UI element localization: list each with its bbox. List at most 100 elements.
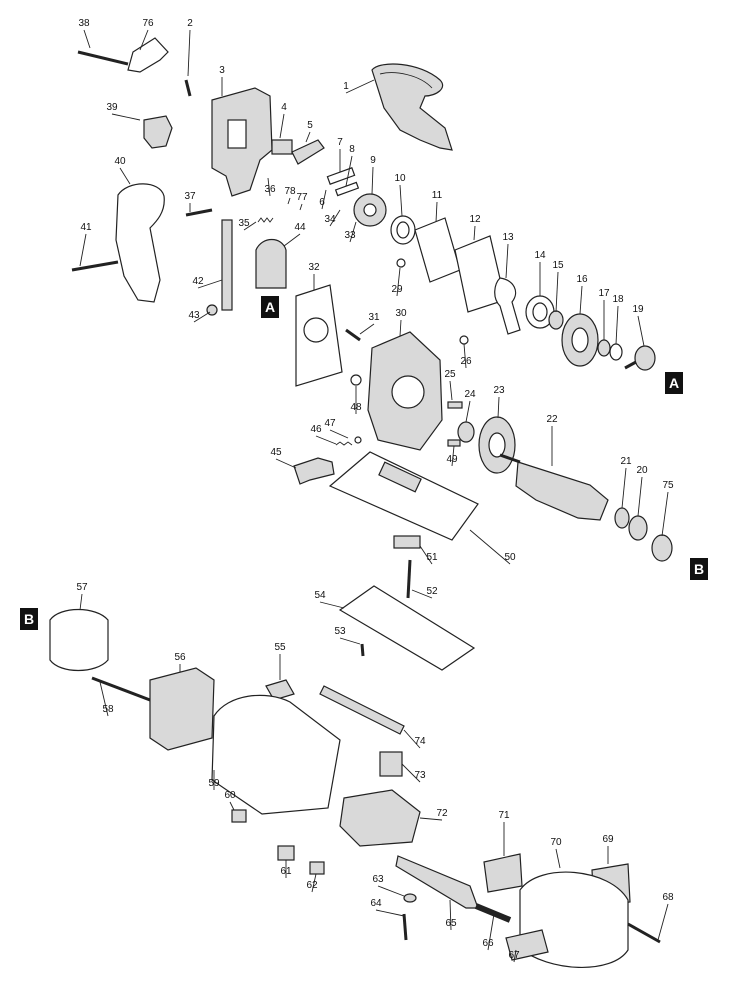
part-number-51: 51 bbox=[426, 552, 438, 563]
leader-line-63 bbox=[377, 885, 405, 897]
part-75 bbox=[651, 534, 673, 562]
part-number-63: 63 bbox=[372, 874, 384, 885]
part-74 bbox=[319, 685, 405, 735]
part-8 bbox=[334, 181, 360, 197]
leader-line-66 bbox=[487, 913, 495, 951]
part-67 bbox=[505, 929, 549, 961]
leader-line-74 bbox=[403, 729, 421, 749]
leader-line-44 bbox=[283, 233, 301, 247]
part-number-77: 77 bbox=[296, 192, 308, 203]
leader-line-29 bbox=[396, 267, 401, 297]
part-number-47: 47 bbox=[324, 418, 336, 429]
part-number-55: 55 bbox=[274, 642, 286, 653]
leader-line-26 bbox=[463, 343, 467, 369]
part-number-64: 64 bbox=[370, 898, 382, 909]
leader-line-39 bbox=[111, 113, 141, 121]
leader-line-30 bbox=[399, 319, 402, 337]
part-handle-cover bbox=[371, 63, 453, 151]
connector-marker-a: A bbox=[665, 372, 683, 394]
part-number-12: 12 bbox=[469, 214, 481, 225]
part-number-68: 68 bbox=[662, 892, 674, 903]
part-number-15: 15 bbox=[552, 260, 564, 271]
part-number-4: 4 bbox=[281, 102, 287, 113]
part-number-29: 29 bbox=[391, 284, 403, 295]
leader-line-8 bbox=[345, 155, 353, 187]
leader-line-51 bbox=[419, 545, 433, 565]
part-number-75: 75 bbox=[662, 480, 674, 491]
part-motor-housing bbox=[211, 694, 341, 815]
leader-line-40 bbox=[119, 167, 131, 185]
part-clip bbox=[127, 37, 169, 73]
svg-text:A: A bbox=[265, 299, 275, 315]
leader-line-57 bbox=[79, 593, 83, 611]
part-5 bbox=[291, 139, 325, 165]
part-number-58: 58 bbox=[102, 704, 114, 715]
part-number-35: 35 bbox=[238, 218, 250, 229]
part-number-66: 66 bbox=[482, 938, 494, 949]
part-number-40: 40 bbox=[114, 156, 126, 167]
part-number-59: 59 bbox=[208, 778, 220, 789]
part-number-32: 32 bbox=[308, 262, 320, 273]
part-72 bbox=[339, 789, 421, 847]
part-number-60: 60 bbox=[224, 790, 236, 801]
part-number-48: 48 bbox=[350, 402, 362, 413]
part-number-78: 78 bbox=[284, 186, 296, 197]
part-19 bbox=[634, 345, 656, 371]
leader-line-49 bbox=[451, 445, 455, 467]
leader-line-43 bbox=[193, 311, 211, 323]
part-number-38: 38 bbox=[78, 18, 90, 29]
part-number-23: 23 bbox=[493, 385, 505, 396]
leader-line-41 bbox=[79, 233, 87, 267]
leader-line-1 bbox=[345, 79, 375, 94]
leader-line-9 bbox=[371, 166, 374, 195]
part-armature bbox=[515, 461, 609, 521]
leader-line-70 bbox=[555, 848, 561, 869]
part-number-11: 11 bbox=[432, 190, 443, 201]
connector-marker-b: B bbox=[20, 608, 38, 630]
part-bracket bbox=[143, 115, 173, 149]
part-number-43: 43 bbox=[188, 310, 200, 321]
leader-line-21 bbox=[621, 467, 627, 509]
part-7 bbox=[326, 167, 356, 185]
leader-line-4 bbox=[279, 113, 285, 139]
leader-line-38 bbox=[83, 29, 91, 49]
part-45 bbox=[293, 457, 335, 485]
leader-line-76 bbox=[139, 29, 149, 51]
part-number-50: 50 bbox=[504, 552, 516, 563]
part-number-10: 10 bbox=[394, 173, 406, 184]
part-field bbox=[149, 667, 215, 751]
leader-line-23 bbox=[497, 396, 500, 419]
part-73 bbox=[379, 751, 403, 777]
part-rear-cover bbox=[519, 871, 629, 968]
leader-line-73 bbox=[401, 763, 421, 783]
part-number-37: 37 bbox=[184, 191, 196, 202]
leader-line-2 bbox=[187, 29, 191, 77]
part-number-70: 70 bbox=[550, 837, 562, 848]
svg-text:A: A bbox=[669, 375, 679, 391]
part-number-56: 56 bbox=[174, 652, 186, 663]
leader-line-5 bbox=[305, 131, 311, 143]
leader-line-64 bbox=[375, 909, 405, 917]
leader-line-62 bbox=[311, 873, 317, 893]
leader-line-53 bbox=[339, 637, 361, 645]
part-number-74: 74 bbox=[414, 736, 426, 747]
part-number-72: 72 bbox=[436, 808, 448, 819]
svg-text:B: B bbox=[694, 561, 704, 577]
part-number-61: 61 bbox=[280, 866, 292, 877]
part-number-8: 8 bbox=[349, 144, 355, 155]
part-44 bbox=[255, 238, 287, 289]
part-grip bbox=[115, 183, 165, 303]
part-number-45: 45 bbox=[270, 447, 282, 458]
part-number-62: 62 bbox=[306, 880, 318, 891]
leader-line-47 bbox=[329, 429, 349, 439]
part-number-67: 67 bbox=[508, 950, 520, 961]
part-number-76: 76 bbox=[142, 18, 154, 29]
part-number-18: 18 bbox=[612, 294, 624, 305]
leader-line-68 bbox=[657, 903, 669, 941]
part-number-30: 30 bbox=[395, 308, 407, 319]
leader-line-31 bbox=[359, 323, 375, 335]
leader-line-77 bbox=[299, 203, 303, 211]
leader-line-36 bbox=[267, 177, 271, 197]
leader-line-33 bbox=[349, 221, 357, 243]
part-base bbox=[328, 451, 479, 541]
